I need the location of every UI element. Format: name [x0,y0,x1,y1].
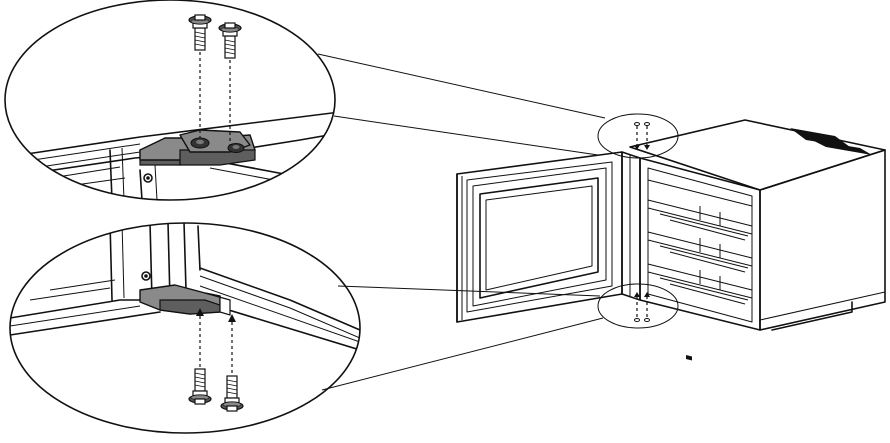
arrow-up-icon [196,308,204,316]
screw-icon [634,122,640,126]
screw-icon [218,22,242,59]
bottom-hinge-detail [9,222,361,434]
screw-icon [644,318,650,322]
arrow-up-icon [634,292,640,297]
arrow-down-icon [644,145,650,150]
wine-racks [647,199,753,305]
wine-cooler [456,113,886,361]
arrow-up-icon [228,314,236,322]
screw-icon [644,122,650,126]
arrow-up-icon [644,292,650,297]
top-hinge-detail [4,0,336,201]
screw-icon [188,368,212,405]
callout-leaders [317,53,606,391]
arrow-down-icon [634,145,640,150]
screw-icon [634,318,640,322]
bottom-hinge-callout-circle [597,283,679,329]
cooler-door [456,151,623,323]
screw-icon [220,375,244,412]
top-hinge-callout-circle [597,113,679,159]
screw-icon [188,14,212,51]
